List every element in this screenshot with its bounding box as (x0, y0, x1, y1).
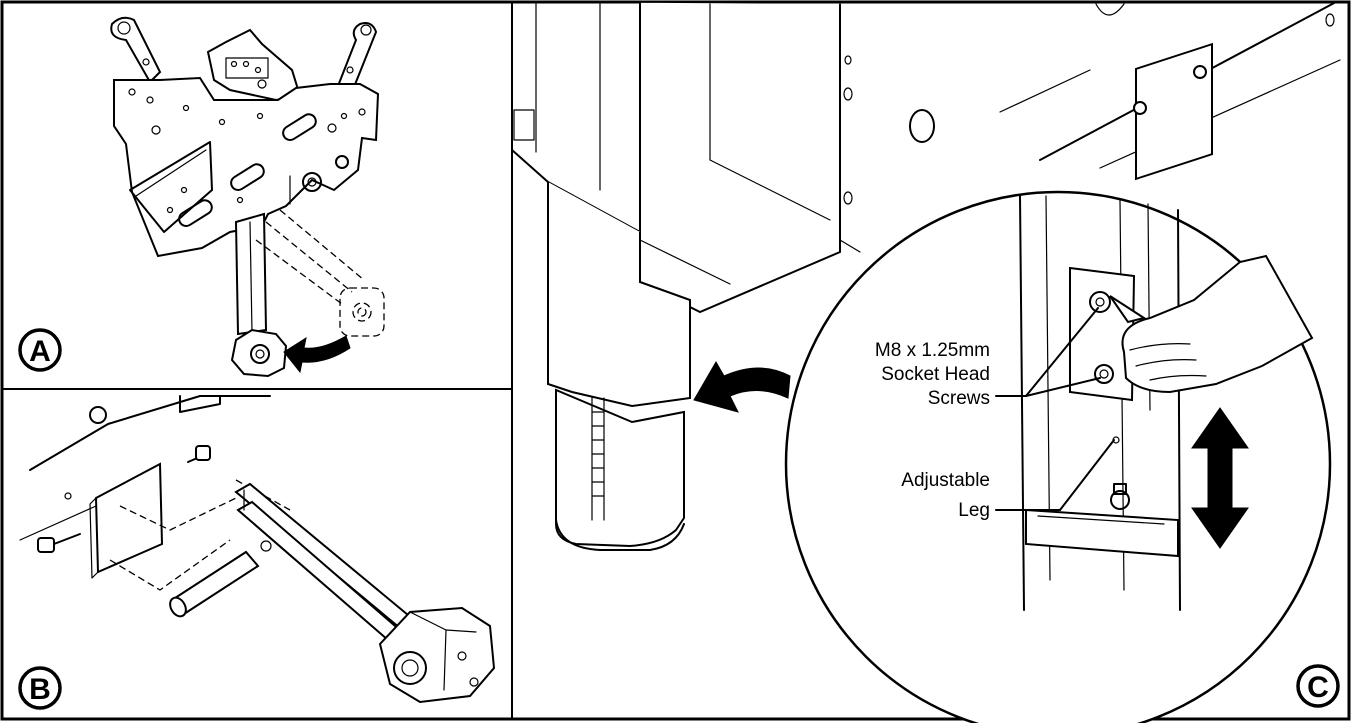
panel-badge-a: A (18, 328, 62, 372)
panel-badge-c: C (1296, 664, 1340, 708)
callout-screws: M8 x 1.25mm Socket Head Screws (875, 340, 990, 409)
panel-c-illustration (511, 1, 1341, 723)
panel-badge-b: B (18, 666, 62, 710)
lower-screw-icon (1094, 364, 1114, 384)
panel-label-b: B (29, 673, 51, 706)
panel-label-c: C (1307, 671, 1329, 704)
panel-label-a: A (29, 335, 51, 368)
callout-leg-line-1: Adjustable (901, 470, 990, 491)
callout-screws-line-2: Socket Head (881, 364, 990, 385)
panel-b-screw-right (187, 445, 211, 463)
callout-screws-line-1: M8 x 1.25mm (875, 340, 990, 361)
callout-screws-line-3: Screws (928, 388, 990, 409)
panel-a-illustration (110, 16, 385, 378)
leg-scale-ticks (591, 411, 605, 497)
upper-screw-icon (1089, 291, 1111, 313)
callout-leg-line-2: Leg (958, 500, 990, 521)
callout-leg: Adjustable Leg (901, 470, 990, 521)
panel-b-screw-left (37, 533, 81, 553)
panel-b-illustration (19, 395, 496, 704)
